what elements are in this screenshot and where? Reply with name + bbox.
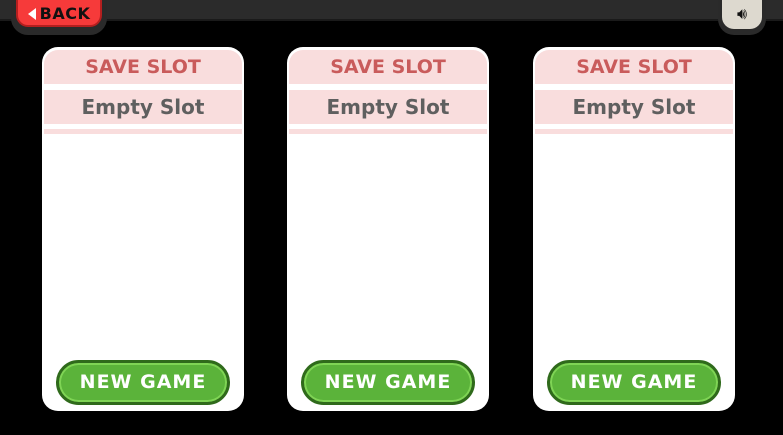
slot-status: Empty Slot [289, 90, 487, 124]
slot-header: SAVE SLOT [535, 50, 733, 84]
slot-status: Empty Slot [44, 90, 242, 124]
slot-header: SAVE SLOT [44, 50, 242, 84]
save-slot-card-1: SAVE SLOT Empty Slot NEW GAME [42, 47, 244, 411]
new-game-button[interactable]: NEW GAME [547, 360, 721, 405]
save-slot-card-3: SAVE SLOT Empty Slot NEW GAME [533, 47, 735, 411]
sound-toggle-button[interactable]: 🔊︎ [722, 0, 762, 29]
back-label: BACK [39, 4, 91, 23]
new-game-button[interactable]: NEW GAME [56, 360, 230, 405]
divider [289, 129, 487, 134]
divider [535, 129, 733, 134]
divider [44, 129, 242, 134]
slot-status: Empty Slot [535, 90, 733, 124]
back-arrow-icon [27, 7, 36, 20]
new-game-button[interactable]: NEW GAME [301, 360, 475, 405]
back-button[interactable]: BACK [16, 0, 102, 27]
top-bar [0, 0, 783, 21]
speaker-icon: 🔊︎ [736, 3, 748, 23]
slot-header: SAVE SLOT [289, 50, 487, 84]
save-slot-card-2: SAVE SLOT Empty Slot NEW GAME [287, 47, 489, 411]
